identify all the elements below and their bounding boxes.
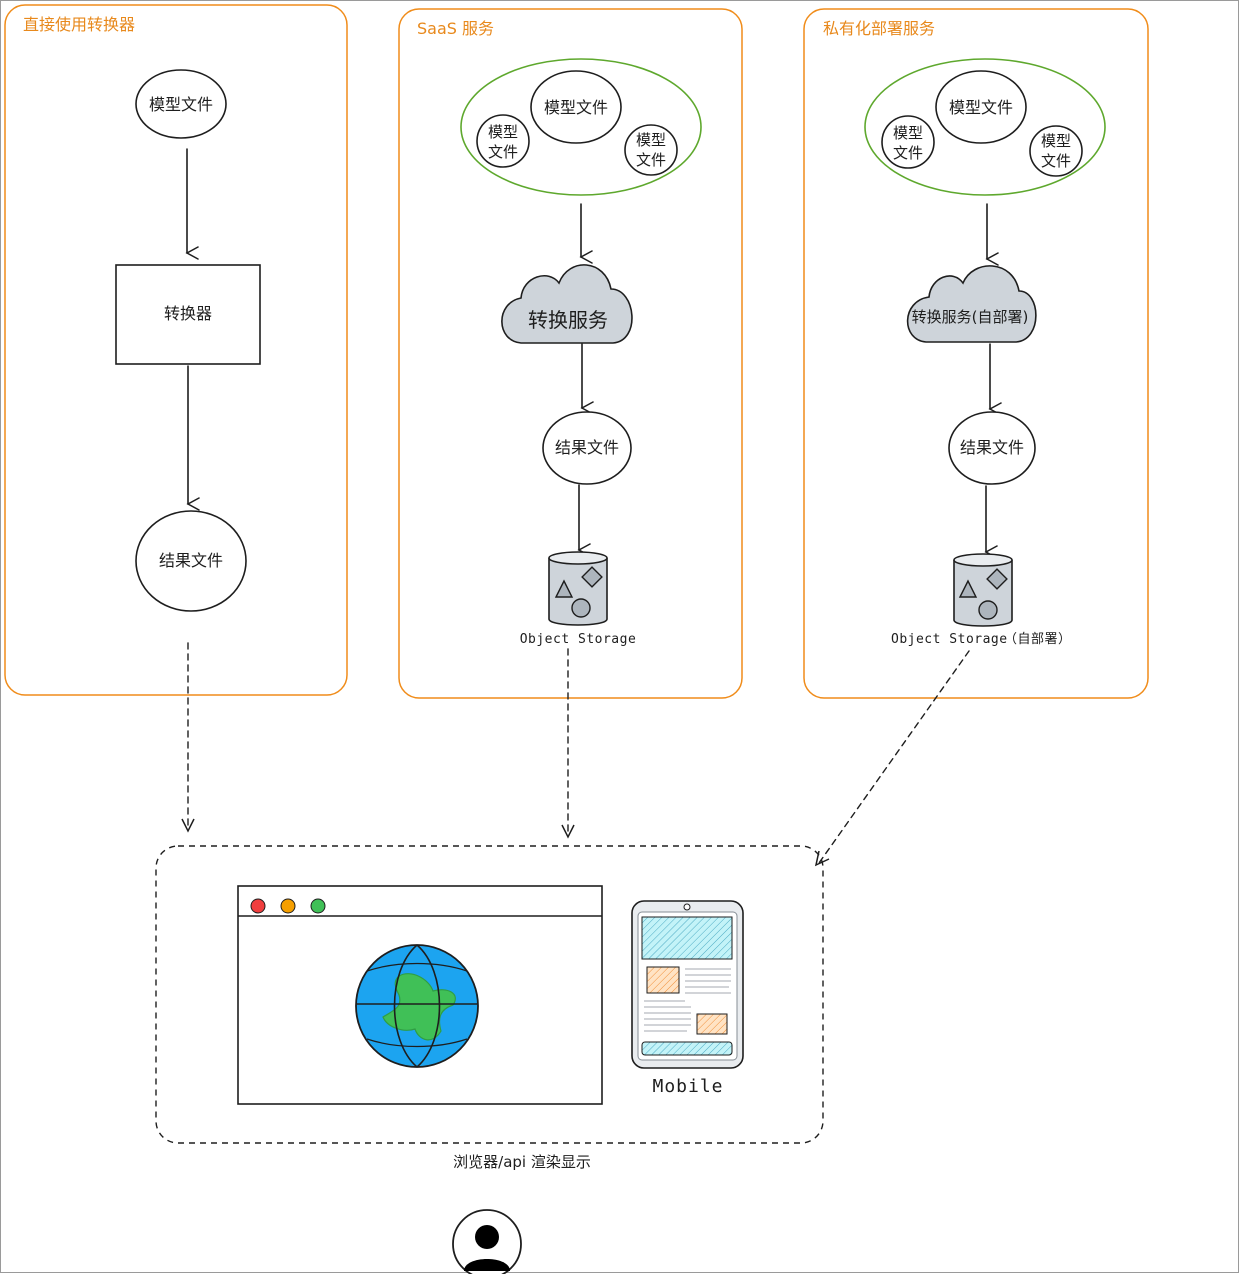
render-caption: 浏览器/api 渲染显示: [453, 1153, 591, 1171]
saas-model-file-main-label: 模型文件: [544, 98, 608, 117]
saas-result-file-label: 结果文件: [555, 438, 619, 457]
group-saas-title: SaaS 服务: [417, 19, 494, 38]
private-storage-label: Object Storage: [891, 632, 1008, 647]
group-private: 私有化部署服务 模型文件 模型 文件 模型 文件 转换服务(自部署) 结果文件 …: [803, 8, 1149, 699]
saas-model-file-right-line1: 模型: [636, 131, 666, 149]
direct-result-file-node: [135, 510, 247, 612]
cloud-icon: [906, 265, 1037, 343]
saas-model-file-main-node: [530, 70, 622, 144]
private-result-file-node: [948, 411, 1036, 485]
converter-node: [115, 264, 261, 365]
private-service-label: 转换服务(自部署): [912, 308, 1029, 326]
render-area: Mobile: [155, 845, 824, 1144]
group-saas-frame: [398, 8, 743, 699]
direct-result-file-label: 结果文件: [159, 551, 223, 570]
arrow-icon: [561, 824, 575, 839]
user-icon: [452, 1209, 522, 1274]
arrow-icon: [181, 818, 195, 833]
private-model-file-left-line2: 文件: [893, 144, 923, 162]
saas-model-files-ring: [460, 58, 702, 196]
private-model-files-ring: [864, 58, 1106, 196]
render-area-frame: [155, 845, 824, 1144]
saas-model-file-left-node: [476, 114, 530, 168]
group-direct: 直接使用转换器 模型文件 转换器 结果文件: [4, 4, 348, 696]
private-model-file-main-node: [935, 70, 1027, 144]
storage-icon: [953, 553, 1013, 627]
saas-result-file-node: [542, 411, 632, 485]
mobile-icon: [631, 900, 744, 1069]
private-model-file-right-node: [1029, 125, 1083, 177]
arrow-icon: [814, 850, 830, 867]
private-model-file-right-line2: 文件: [1041, 152, 1071, 170]
maximize-dot-icon: [310, 898, 326, 914]
mobile-label: Mobile: [652, 1076, 723, 1097]
converter-label: 转换器: [164, 304, 212, 323]
direct-model-file-node: [135, 69, 227, 139]
group-private-frame: [803, 8, 1149, 699]
minimize-dot-icon: [280, 898, 296, 914]
saas-storage-label: Object Storage: [520, 632, 637, 647]
saas-service-label: 转换服务: [528, 308, 608, 332]
cloud-icon: [501, 264, 633, 344]
direct-model-file-label: 模型文件: [149, 95, 213, 114]
storage-icon: [548, 551, 608, 626]
group-direct-title: 直接使用转换器: [23, 15, 135, 34]
globe-icon: [355, 944, 479, 1068]
group-private-title: 私有化部署服务: [823, 19, 935, 38]
close-dot-icon: [250, 898, 266, 914]
private-result-file-label: 结果文件: [960, 438, 1024, 457]
saas-model-file-left-line2: 文件: [488, 143, 518, 161]
saas-model-file-left-line1: 模型: [488, 123, 518, 141]
saas-model-file-right-line2: 文件: [636, 151, 666, 169]
private-model-file-left-node: [881, 115, 935, 169]
private-model-file-main-label: 模型文件: [949, 98, 1013, 117]
private-storage-suffix: （自部署）: [1004, 632, 1072, 647]
private-model-file-left-line1: 模型: [893, 124, 923, 142]
private-to-render-connector: [818, 650, 970, 864]
saas-model-file-right-node: [624, 124, 678, 176]
group-direct-frame: [4, 4, 348, 696]
private-model-file-right-line1: 模型: [1041, 132, 1071, 150]
group-saas: SaaS 服务 模型文件 模型 文件 模型 文件 转换服务 结果文件 Objec…: [398, 8, 743, 699]
